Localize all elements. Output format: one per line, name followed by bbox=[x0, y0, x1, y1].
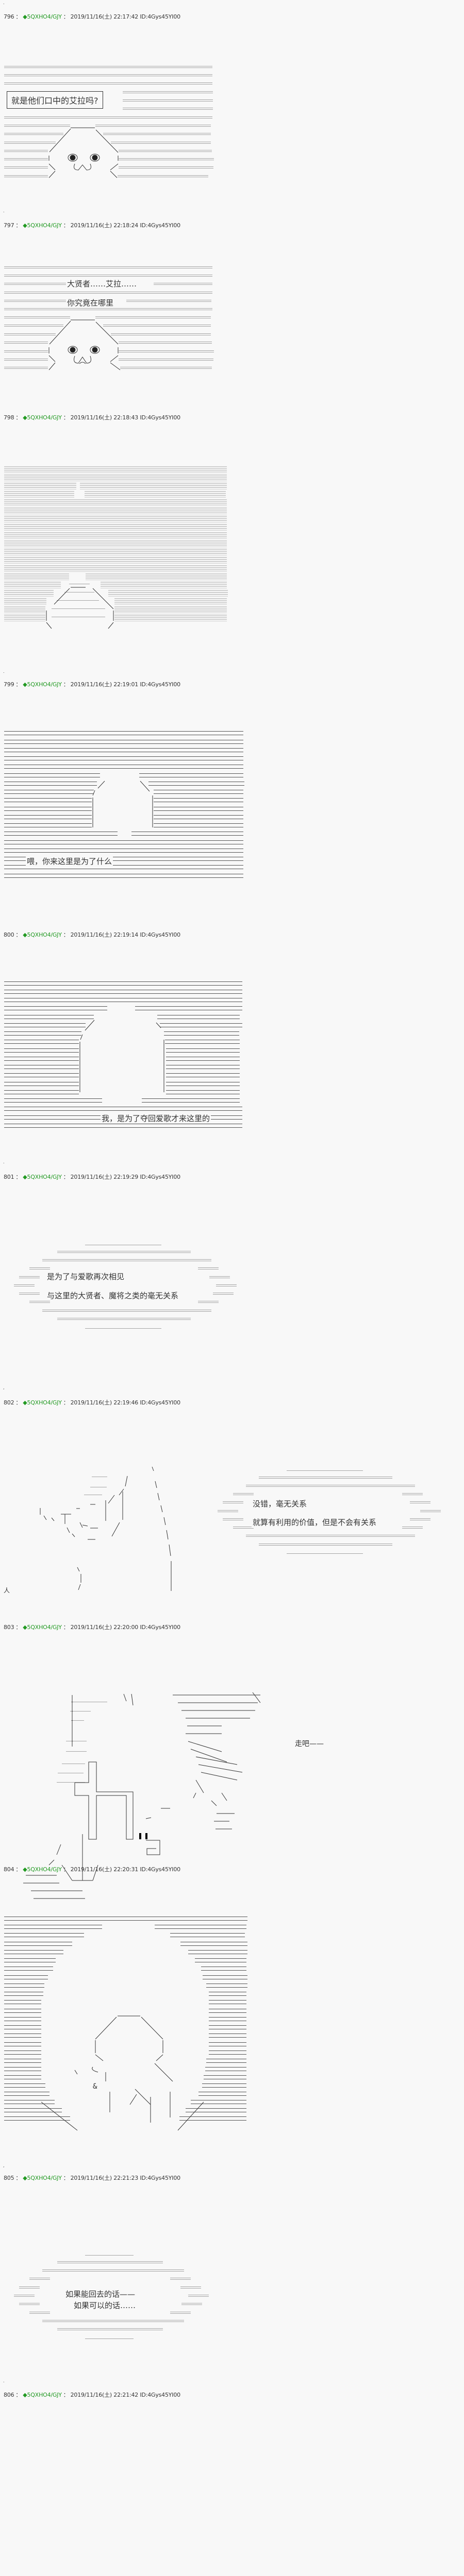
post: , 805：◆5QXHO4/GJY：2019/11/16(土) 22:21:23… bbox=[0, 2164, 464, 2391]
tripcode[interactable]: ◆5QXHO4/GJY bbox=[23, 1866, 62, 1873]
post-header: 797：◆5QXHO4/GJY：2019/11/16(土) 22:18:24 I… bbox=[4, 222, 180, 229]
poster-id: ID:4Gys45YI00 bbox=[140, 1399, 180, 1406]
poster-id: ID:4Gys45YI00 bbox=[140, 681, 180, 688]
post: . 797：◆5QXHO4/GJY：2019/11/16(土) 22:18:24… bbox=[0, 206, 464, 407]
dialog-line: 如果能回去的话—— bbox=[64, 2289, 137, 2299]
separator-dot: . bbox=[3, 1, 5, 5]
post-number: 804 bbox=[4, 1866, 14, 1873]
figure-closeup-icon bbox=[40, 1466, 172, 1591]
dialog-line: 是为了与爱歌再次相见 bbox=[46, 1271, 126, 1282]
post-header: 802：◆5QXHO4/GJY：2019/11/16(土) 22:19:46 I… bbox=[4, 1399, 180, 1406]
separator-dot: , bbox=[3, 2163, 5, 2168]
poster-id: ID:4Gys45YI00 bbox=[140, 1174, 180, 1180]
post-header: 805：◆5QXHO4/GJY：2019/11/16(土) 22:21:23 I… bbox=[4, 2175, 180, 2181]
tripcode[interactable]: ◆5QXHO4/GJY bbox=[23, 1624, 62, 1631]
dialog-text: 就是他们口中的艾拉吗? bbox=[11, 96, 98, 106]
poster-id: ID:4Gys45YI00 bbox=[140, 1866, 180, 1873]
post-date: 2019/11/16(土) 22:20:00 bbox=[70, 1624, 139, 1631]
post-header: 800：◆5QXHO4/GJY：2019/11/16(土) 22:19:14 I… bbox=[4, 931, 180, 938]
poster-id: ID:4Gys45YI00 bbox=[140, 2175, 180, 2181]
post-number: 805 bbox=[4, 2175, 14, 2181]
post: , 802：◆5QXHO4/GJY：2019/11/16(土) 22:19:46… bbox=[0, 1386, 464, 1618]
tripcode[interactable]: ◆5QXHO4/GJY bbox=[23, 13, 62, 20]
post-number: 802 bbox=[4, 1399, 14, 1406]
post-number: 799 bbox=[4, 681, 14, 688]
post-date: 2019/11/16(土) 22:19:14 bbox=[70, 931, 139, 938]
dialog-line: 你究竟在哪里 bbox=[66, 297, 115, 308]
separator-dot: . bbox=[3, 1160, 5, 1164]
post-header: 796：◆5QXHO4/GJY：2019/11/16(土) 22:17:42 I… bbox=[4, 13, 180, 20]
post-date: 2019/11/16(土) 22:21:42 bbox=[70, 2392, 139, 2398]
poster-id: ID:4Gys45YI00 bbox=[140, 414, 180, 421]
post-date: 2019/11/16(土) 22:21:23 bbox=[70, 2175, 139, 2181]
tripcode[interactable]: ◆5QXHO4/GJY bbox=[23, 2175, 62, 2181]
dialog-line: 与这里的大贤者、魔将之类的毫无关系 bbox=[46, 1290, 180, 1301]
post-number: 796 bbox=[4, 13, 14, 20]
post: 798：◆5QXHO4/GJY：2019/11/16(土) 22:18:43 I… bbox=[0, 407, 464, 670]
dialog-line: 我，是为了夺回爱歌才来这里的 bbox=[101, 1113, 211, 1124]
poster-id: ID:4Gys45YI00 bbox=[140, 2392, 180, 2398]
post: 800：◆5QXHO4/GJY：2019/11/16(土) 22:19:14 I… bbox=[0, 922, 464, 1159]
poster-id[interactable]: ID:4Gys45YI00 bbox=[140, 13, 180, 20]
post: . 801：◆5QXHO4/GJY：2019/11/16(土) 22:19:29… bbox=[0, 1159, 464, 1386]
post-date: 2019/11/16(土) 22:19:46 bbox=[70, 1399, 139, 1406]
post-header: 799：◆5QXHO4/GJY：2019/11/16(土) 22:19:01 I… bbox=[4, 681, 180, 688]
separator-dot: . bbox=[3, 2379, 5, 2383]
creature-silhouette-icon bbox=[46, 587, 114, 629]
post-number: 798 bbox=[4, 414, 14, 421]
creature-worried-face-icon bbox=[48, 319, 121, 370]
poster-id: ID:4Gys45YI00 bbox=[140, 931, 180, 938]
post-date: 2019/11/16(土) 22:17:42 bbox=[70, 13, 139, 20]
dialog-line: 没错，毫无关系 bbox=[252, 1498, 308, 1509]
post-header: 803：◆5QXHO4/GJY：2019/11/16(土) 22:20:00 I… bbox=[4, 1624, 180, 1631]
tripcode[interactable]: ◆5QXHO4/GJY bbox=[23, 1174, 62, 1180]
tripcode[interactable]: ◆5QXHO4/GJY bbox=[23, 1399, 62, 1406]
post-date: 2019/11/16(土) 22:19:29 bbox=[70, 1174, 139, 1180]
post-number: 801 bbox=[4, 1174, 14, 1180]
post-number: 806 bbox=[4, 2392, 14, 2398]
hooded-figure-in-light-icon bbox=[41, 2015, 204, 2131]
hooded-figure-silhouette-icon bbox=[92, 781, 153, 827]
dialog-line: 大贤者……艾拉…… bbox=[66, 278, 138, 289]
post: . 796：◆5QXHO4/GJY：2019/11/16(土) 22:17:42… bbox=[0, 0, 464, 206]
tripcode[interactable]: ◆5QXHO4/GJY bbox=[23, 414, 62, 421]
dialog-line: 如果可以的话…… bbox=[73, 2300, 137, 2311]
tripcode[interactable]: ◆5QXHO4/GJY bbox=[23, 931, 62, 938]
tripcode[interactable]: ◆5QXHO4/GJY bbox=[23, 222, 62, 229]
dialog-line: 走吧—— bbox=[294, 1738, 325, 1749]
speech-box: 就是他们口中的艾拉吗? bbox=[7, 91, 103, 109]
dialog-line: 就算有利用的价值，但是不会有关系 bbox=[252, 1517, 378, 1528]
post: 803：◆5QXHO4/GJY：2019/11/16(土) 22:20:00 I… bbox=[0, 1618, 464, 1899]
post-date: 2019/11/16(土) 22:18:43 bbox=[70, 414, 139, 421]
tripcode[interactable]: ◆5QXHO4/GJY bbox=[23, 681, 62, 688]
post-date: 2019/11/16(土) 22:20:31 bbox=[70, 1866, 139, 1873]
post-number: 800 bbox=[4, 931, 14, 938]
bubbles-icon bbox=[0, 2391, 464, 2576]
arch-silhouette-icon bbox=[79, 1020, 164, 1092]
post-header: 804：◆5QXHO4/GJY：2019/11/16(土) 22:20:31 I… bbox=[4, 1866, 180, 1873]
post-date: 2019/11/16(土) 22:19:01 bbox=[70, 681, 139, 688]
poster-id: ID:4Gys45YI00 bbox=[140, 222, 180, 229]
aa-glyph: & bbox=[93, 2082, 97, 2091]
post-number: 797 bbox=[4, 222, 14, 229]
figures-walking-away-icon bbox=[23, 1692, 261, 1899]
post-header: 801：◆5QXHO4/GJY：2019/11/16(土) 22:19:29 I… bbox=[4, 1174, 180, 1180]
post: . 799：◆5QXHO4/GJY：2019/11/16(土) 22:19:01… bbox=[0, 670, 464, 922]
aa-glyph: 人 bbox=[4, 1587, 10, 1594]
post-header: 806：◆5QXHO4/GJY：2019/11/16(土) 22:21:42 I… bbox=[4, 2392, 180, 2398]
separator-dot: . bbox=[3, 209, 5, 213]
post-number: 803 bbox=[4, 1624, 14, 1631]
post: 806：◆5QXHO4/GJY：2019/11/16(土) 22:21:42 I… bbox=[0, 2391, 464, 2576]
post-date: 2019/11/16(土) 22:18:24 bbox=[70, 222, 139, 229]
separator-dot: . bbox=[3, 669, 5, 674]
separator-dot: , bbox=[3, 1385, 5, 1390]
post: 804：◆5QXHO4/GJY：2019/11/16(土) 22:20:31 I… bbox=[0, 1860, 464, 2164]
poster-id: ID:4Gys45YI00 bbox=[140, 1624, 180, 1631]
creature-face-icon bbox=[48, 127, 119, 178]
tripcode[interactable]: ◆5QXHO4/GJY bbox=[23, 2392, 62, 2398]
post-header: 798：◆5QXHO4/GJY：2019/11/16(土) 22:18:43 I… bbox=[4, 414, 180, 421]
dialog-line: 喂，你来这里是为了什么 bbox=[26, 856, 113, 867]
